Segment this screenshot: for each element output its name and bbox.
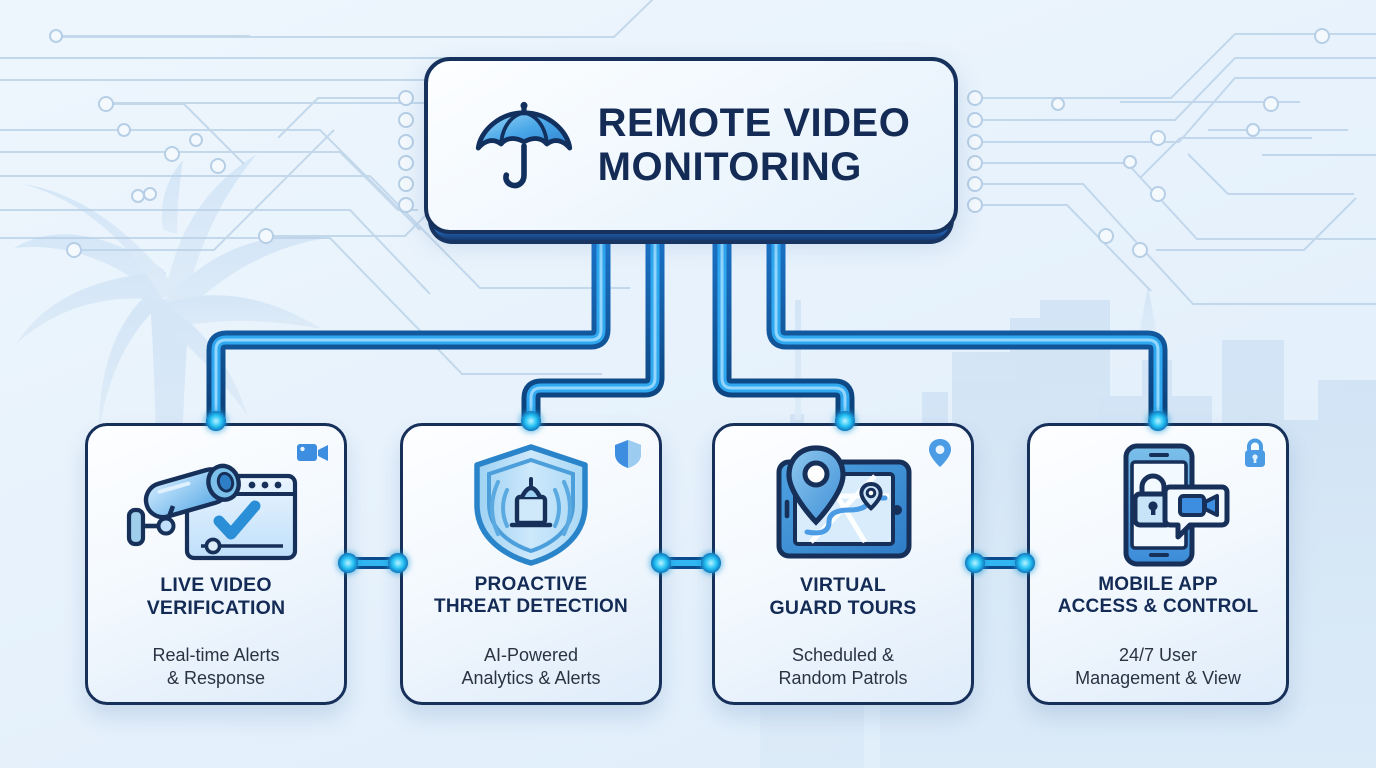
card-title: PROACTIVE THREAT DETECTION [434, 574, 628, 618]
cctv-camera-icon [126, 463, 298, 561]
card-title: LIVE VIDEO VERIFICATION [146, 574, 286, 619]
circuit-traces-right [975, 33, 1376, 305]
card-subtitle: Scheduled & Random Patrols [778, 645, 908, 689]
card-subtitle: Real-time Alerts & Response [152, 645, 280, 689]
umbrella-icon [475, 101, 572, 188]
connector-node [206, 411, 1168, 431]
card-subtitle: AI-Powered Analytics & Alerts [461, 645, 601, 689]
page-title: REMOTE VIDEO MONITORING [597, 101, 911, 189]
circuit-nodes-right [967, 28, 1330, 258]
card-title: VIRTUAL GUARD TOURS [769, 574, 917, 619]
card-icon-wrap [1030, 443, 1286, 567]
card-proactive-threat-detection[interactable]: PROACTIVE THREAT DETECTION AI-Powered An… [400, 423, 662, 705]
map-route-pin-icon [776, 445, 912, 559]
shield-icon [615, 440, 641, 468]
shield-siren-icon [474, 444, 588, 566]
card-mobile-app-access-control[interactable]: MOBILE APP ACCESS & CONTROL 24/7 User Ma… [1027, 423, 1289, 705]
card-subtitle: 24/7 User Management & View [1075, 645, 1241, 689]
card-virtual-guard-tours[interactable]: VIRTUAL GUARD TOURS Scheduled & Random P… [712, 423, 974, 705]
circuit-nodes-left [49, 29, 414, 258]
card-title: MOBILE APP ACCESS & CONTROL [1057, 574, 1259, 618]
video-camera-icon [297, 444, 328, 461]
card-icon-wrap [715, 444, 971, 566]
card-icon-wrap [88, 444, 344, 566]
card-icon-wrap [403, 444, 659, 566]
header-card[interactable]: REMOTE VIDEO MONITORING [424, 57, 958, 234]
phone-lock-video-icon [1123, 443, 1230, 567]
card-live-video-verification[interactable]: LIVE VIDEO VERIFICATION Real-time Alerts… [85, 423, 347, 705]
